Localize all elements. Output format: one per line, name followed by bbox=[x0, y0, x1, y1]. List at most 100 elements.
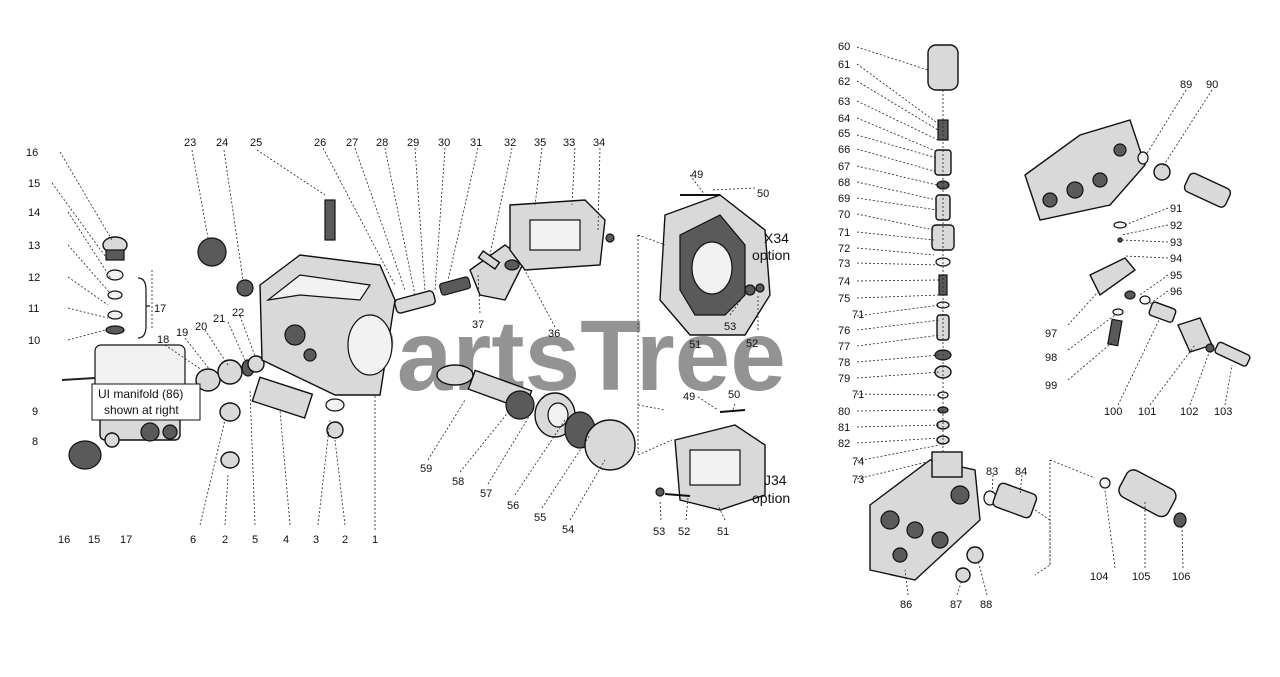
callout-number: 73 bbox=[852, 474, 864, 486]
callout-number: 103 bbox=[1214, 406, 1232, 418]
callout-number: 26 bbox=[314, 137, 326, 149]
callout-number: 4 bbox=[283, 534, 289, 546]
callout-number: 57 bbox=[480, 488, 492, 500]
callout-number: 102 bbox=[1180, 406, 1198, 418]
callout-number: 11 bbox=[28, 303, 39, 315]
callout-number: 53 bbox=[724, 321, 736, 333]
callout-numbers: 16 15 14 13 12 11 10 17 9 8 16 15 17 18 … bbox=[26, 41, 1232, 611]
callout-number: 79 bbox=[838, 373, 850, 385]
callout-number: 13 bbox=[28, 240, 40, 252]
callout-number: 88 bbox=[980, 599, 992, 611]
callout-number: 91 bbox=[1170, 203, 1182, 215]
callout-number: 49 bbox=[691, 169, 703, 181]
callout-number: 22 bbox=[232, 307, 244, 319]
callout-number: 77 bbox=[838, 341, 850, 353]
j34-flange-illustration bbox=[655, 409, 766, 511]
callout-number: 59 bbox=[420, 463, 432, 475]
callout-number: 15 bbox=[28, 178, 40, 190]
callout-number: 25 bbox=[250, 137, 262, 149]
callout-number: 99 bbox=[1045, 380, 1057, 392]
callout-number: 21 bbox=[213, 313, 225, 325]
callout-number: 16 bbox=[26, 147, 38, 159]
callout-number: 78 bbox=[838, 357, 850, 369]
callout-number: 52 bbox=[678, 526, 690, 538]
callout-number: 20 bbox=[195, 321, 207, 333]
j34-option-sublabel: option bbox=[752, 490, 790, 506]
callout-number: 35 bbox=[534, 137, 546, 149]
callout-number: 82 bbox=[838, 438, 850, 450]
upper-right-manifold-illustration bbox=[1024, 119, 1232, 221]
callout-number: 65 bbox=[838, 128, 850, 140]
piston-rod-illustration bbox=[394, 244, 526, 314]
callout-number: 31 bbox=[470, 137, 482, 149]
callout-number: 71 bbox=[852, 309, 864, 321]
callout-number: 15 bbox=[88, 534, 100, 546]
lower-manifold-illustration bbox=[869, 451, 1038, 583]
callout-number: 81 bbox=[838, 422, 850, 434]
callout-number: 104 bbox=[1090, 571, 1108, 583]
callout-number: 98 bbox=[1045, 352, 1057, 364]
callout-number: 55 bbox=[534, 512, 546, 524]
callout-number: 2 bbox=[222, 534, 228, 546]
callout-number: 12 bbox=[28, 272, 40, 284]
callout-number: 52 bbox=[746, 338, 758, 350]
rear-cover-illustration bbox=[509, 199, 615, 271]
callout-number: 101 bbox=[1138, 406, 1156, 418]
crankshaft-illustration bbox=[436, 364, 636, 471]
callout-number: 61 bbox=[838, 59, 850, 71]
callout-number: 106 bbox=[1172, 571, 1190, 583]
callout-number: 90 bbox=[1206, 79, 1218, 91]
callout-number: 32 bbox=[504, 137, 516, 149]
callout-number: 84 bbox=[1015, 466, 1027, 478]
callout-number: 74 bbox=[852, 456, 864, 468]
callout-number: 28 bbox=[376, 137, 388, 149]
callout-number: 49 bbox=[683, 391, 695, 403]
callout-number: 66 bbox=[838, 144, 850, 156]
callout-number: 89 bbox=[1180, 79, 1192, 91]
injector-illustration bbox=[1089, 221, 1251, 367]
callout-number: 19 bbox=[176, 327, 188, 339]
callout-number: 50 bbox=[757, 188, 769, 200]
callout-number: 86 bbox=[900, 599, 912, 611]
x34-flange-illustration bbox=[659, 194, 771, 336]
callout-number: 37 bbox=[472, 319, 484, 331]
callout-number: 71 bbox=[852, 389, 864, 401]
callout-number: 17 bbox=[154, 303, 166, 315]
callout-number: 63 bbox=[838, 96, 850, 108]
callout-number: 53 bbox=[653, 526, 665, 538]
callout-number: 75 bbox=[838, 293, 850, 305]
callout-number: 34 bbox=[593, 137, 605, 149]
unloader-stack-illustration bbox=[927, 44, 959, 460]
callout-number: 51 bbox=[717, 526, 729, 538]
callout-number: 96 bbox=[1170, 286, 1182, 298]
note-line-1: UI manifold (86) bbox=[98, 387, 183, 401]
callout-number: 70 bbox=[838, 209, 850, 221]
callout-number: 1 bbox=[372, 534, 378, 546]
callout-number: 3 bbox=[313, 534, 319, 546]
leader-lines bbox=[51, 46, 1233, 596]
callout-number: 72 bbox=[838, 243, 850, 255]
callout-number: 95 bbox=[1170, 270, 1182, 282]
callout-number: 18 bbox=[157, 334, 169, 346]
callout-number: 27 bbox=[346, 137, 358, 149]
callout-number: 29 bbox=[407, 137, 419, 149]
callout-number: 76 bbox=[838, 325, 850, 337]
callout-number: 100 bbox=[1104, 406, 1122, 418]
callout-number: 51 bbox=[689, 339, 701, 351]
callout-number: 83 bbox=[986, 466, 998, 478]
callout-number: 30 bbox=[438, 137, 450, 149]
callout-number: 71 bbox=[838, 227, 850, 239]
callout-number: 60 bbox=[838, 41, 850, 53]
callout-number: 74 bbox=[838, 276, 850, 288]
callout-number: 56 bbox=[507, 500, 519, 512]
callout-number: 33 bbox=[563, 137, 575, 149]
hose-fittings-illustration bbox=[1034, 459, 1187, 576]
callout-number: 50 bbox=[728, 389, 740, 401]
callout-number: 5 bbox=[252, 534, 258, 546]
callout-number: 67 bbox=[838, 161, 850, 173]
callout-number: 2 bbox=[342, 534, 348, 546]
callout-number: 9 bbox=[32, 406, 38, 418]
ui-manifold-note: UI manifold (86) shown at right bbox=[91, 383, 201, 421]
j34-option-label: J34 bbox=[764, 472, 787, 488]
